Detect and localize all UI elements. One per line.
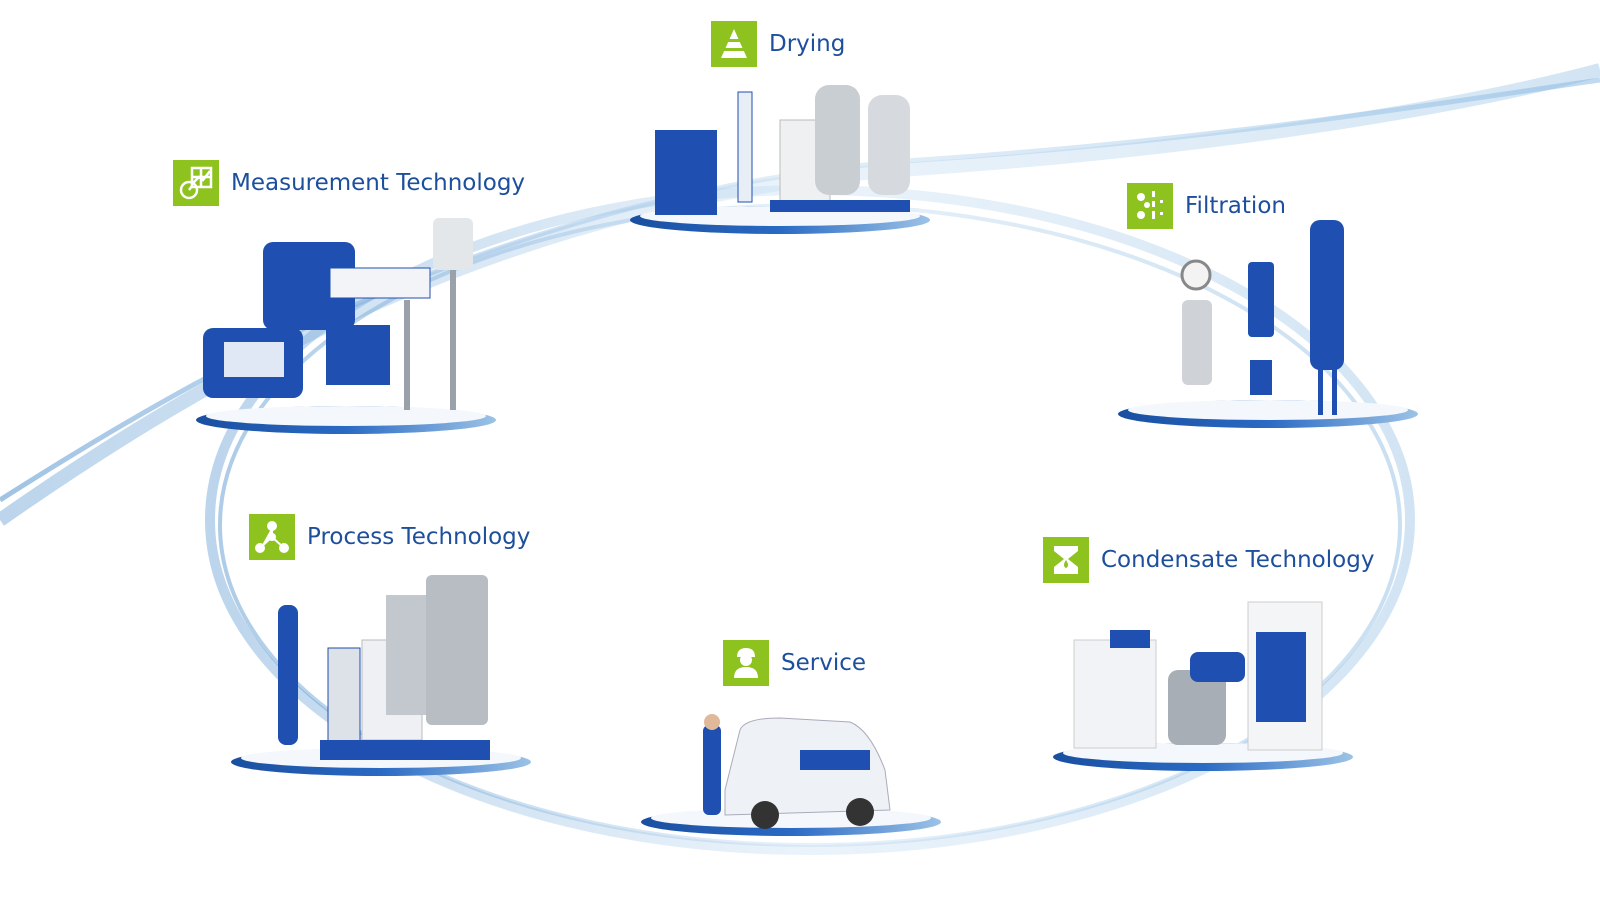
- process-nodes-icon: [249, 514, 295, 560]
- measurement-gauge-icon: [173, 160, 219, 206]
- service-products: [703, 714, 891, 829]
- category-label: Process Technology: [307, 524, 531, 550]
- category-label: Filtration: [1185, 193, 1286, 219]
- category-process-technology[interactable]: Process Technology: [249, 514, 530, 560]
- condensate-drop-icon: [1043, 537, 1089, 583]
- filtration-products: [1180, 220, 1344, 415]
- category-label: Condensate Technology: [1101, 547, 1375, 573]
- category-filtration[interactable]: Filtration: [1127, 183, 1286, 229]
- service-person-icon: [723, 640, 769, 686]
- category-label: Drying: [769, 31, 846, 57]
- measurement-products: [203, 218, 473, 410]
- category-label: Service: [781, 650, 867, 676]
- condensate-products: [1073, 601, 1323, 751]
- drying-cone-icon: [711, 21, 757, 67]
- category-service[interactable]: Service: [723, 640, 866, 686]
- process-products: [278, 575, 490, 760]
- drying-products: [655, 85, 910, 215]
- category-measurement-technology[interactable]: Measurement Technology: [173, 160, 525, 206]
- category-drying[interactable]: Drying: [711, 21, 845, 67]
- category-label: Measurement Technology: [231, 170, 526, 196]
- filtration-particles-icon: [1127, 183, 1173, 229]
- category-condensate-technology[interactable]: Condensate Technology: [1043, 537, 1374, 583]
